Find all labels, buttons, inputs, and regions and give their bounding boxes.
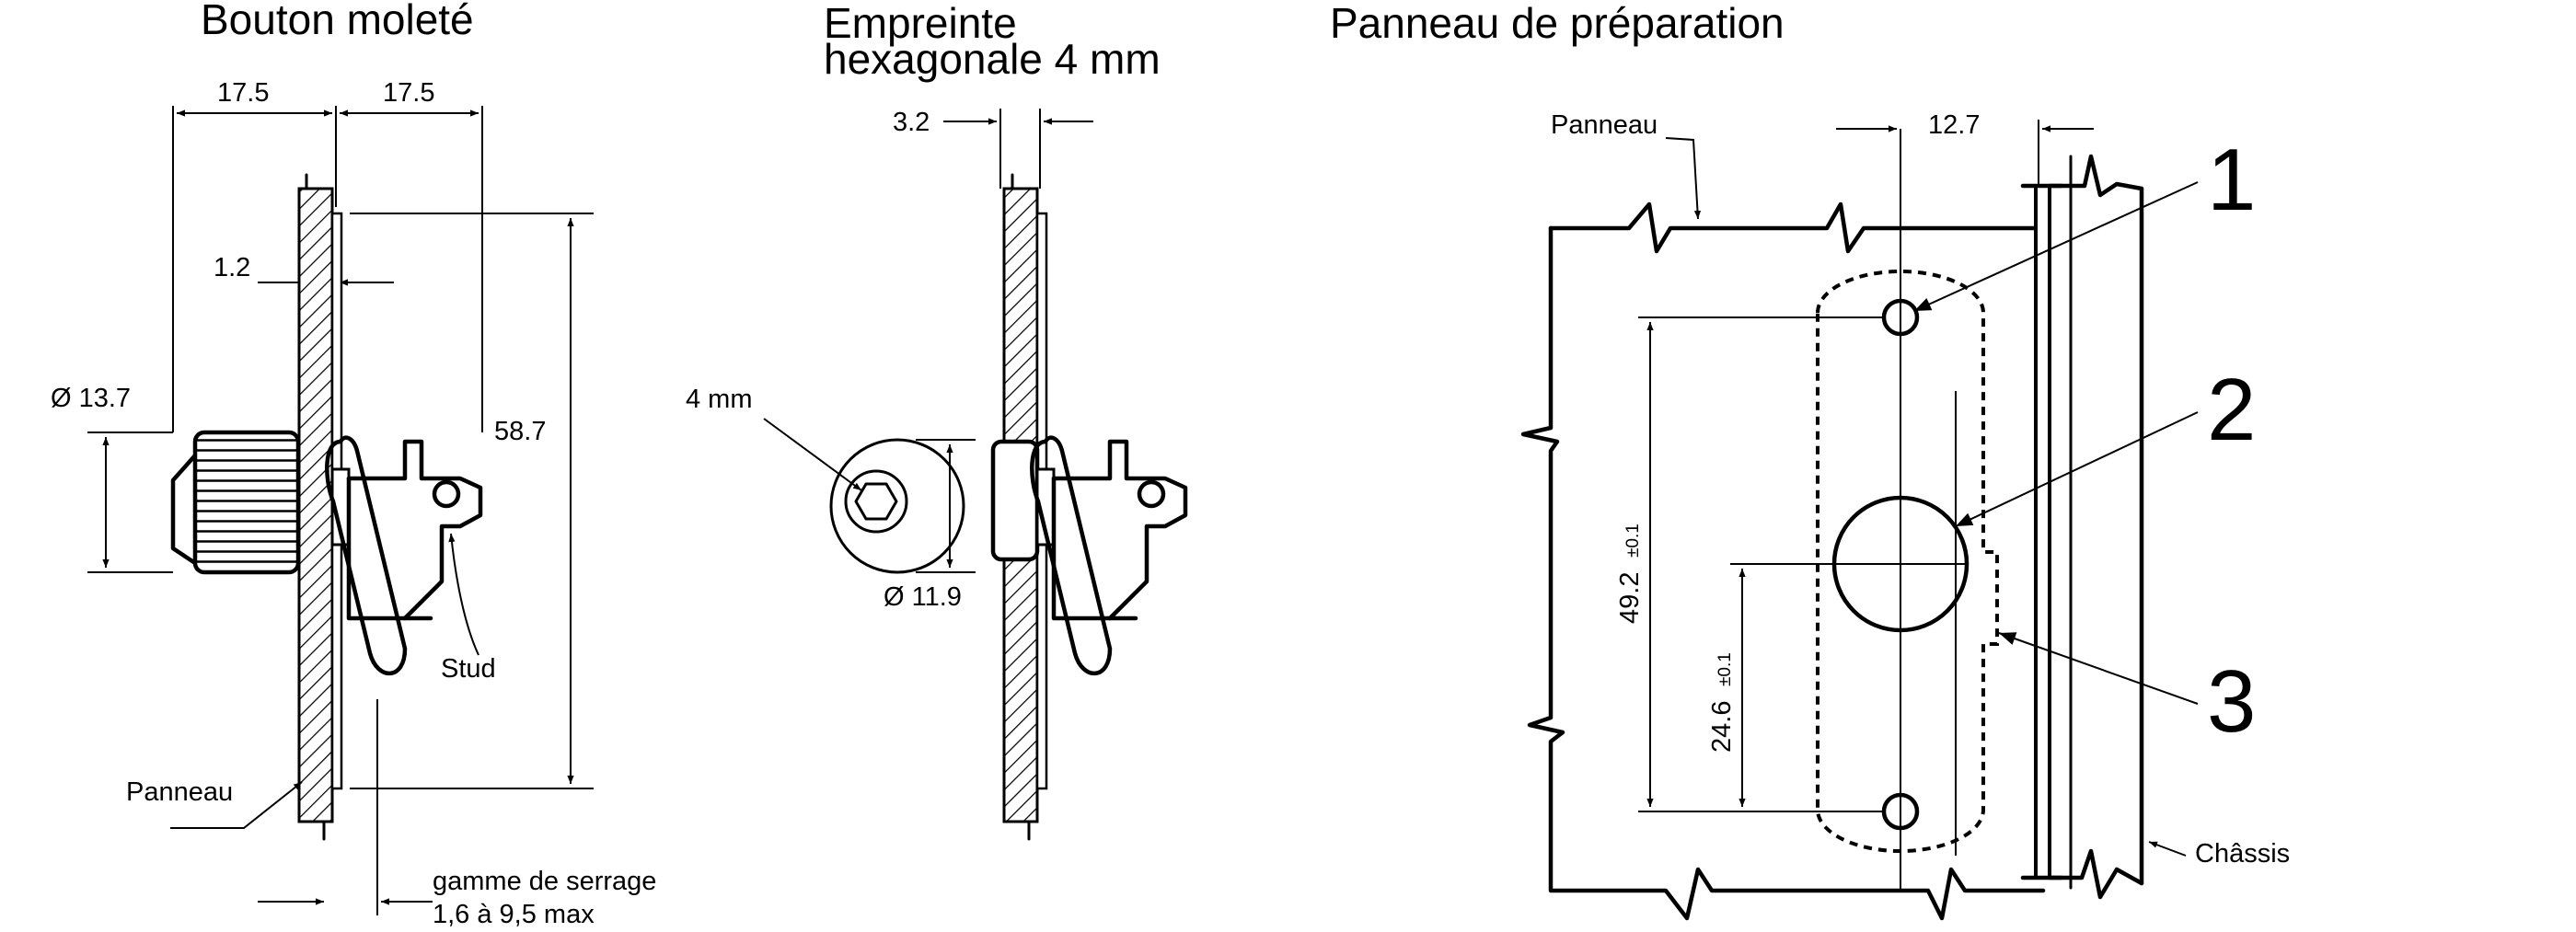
title-knurled-knob: Bouton moleté xyxy=(201,0,474,43)
dim-gap: 1.2 xyxy=(214,253,250,282)
label-panneau-knob: Panneau xyxy=(126,777,233,807)
dim-knob-height: 58.7 xyxy=(494,417,546,446)
knurled-knob-view: 17.5 17.5 1.2 58.7 Ø 13.7 Stud xyxy=(51,78,656,929)
spring-clip xyxy=(325,435,408,676)
mounting-outline-dashed xyxy=(1816,270,1999,853)
knob-front-circle xyxy=(829,438,965,574)
dim-hole-spacing: 49.2 xyxy=(1615,572,1645,624)
dim-knob-width-left: 17.5 xyxy=(217,78,269,108)
knurled-knob xyxy=(192,430,301,575)
label-stud: Stud xyxy=(441,654,496,684)
dim-half-spacing-tolerance: ±0.1 xyxy=(1715,652,1735,686)
panel-preparation-view: Panneau 12.7 49.2 ±0.1 24.6 ±0.1 1 xyxy=(1520,110,2290,921)
label-grip-range-values: 1,6 à 9,5 max xyxy=(433,900,595,929)
hex-socket-view: 3.2 4 mm Ø 11.9 xyxy=(686,108,1188,841)
callout-1: 1 xyxy=(2207,131,2256,229)
dim-knob-diameter: Ø 13.7 xyxy=(51,384,131,413)
label-panneau-panel: Panneau xyxy=(1551,110,1658,140)
dim-half-spacing: 24.6 xyxy=(1707,701,1737,753)
panel-section-hatch xyxy=(297,187,334,823)
dim-knob-width-right: 17.5 xyxy=(383,78,434,108)
dim-panel-offset: 12.7 xyxy=(1928,110,1980,140)
title-panel-preparation: Panneau de préparation xyxy=(1330,0,1785,47)
hex-spring-clip xyxy=(1030,435,1113,676)
title-hex-socket-line2: hexagonale 4 mm xyxy=(824,35,1161,83)
label-grip-range: gamme de serrage xyxy=(433,867,656,896)
callout-2: 2 xyxy=(2207,361,2256,459)
callout-3: 3 xyxy=(2207,652,2256,751)
hex-socket xyxy=(854,482,898,521)
dim-head-thickness: 3.2 xyxy=(893,108,930,137)
dim-hex-socket-size: 4 mm xyxy=(686,385,753,414)
dim-front-diameter: Ø 11.9 xyxy=(884,582,962,612)
dim-hole-spacing-tolerance: ±0.1 xyxy=(1623,524,1643,558)
label-chassis: Châssis xyxy=(2195,839,2290,869)
title-hex-socket-line1: Empreinte xyxy=(824,0,1017,47)
